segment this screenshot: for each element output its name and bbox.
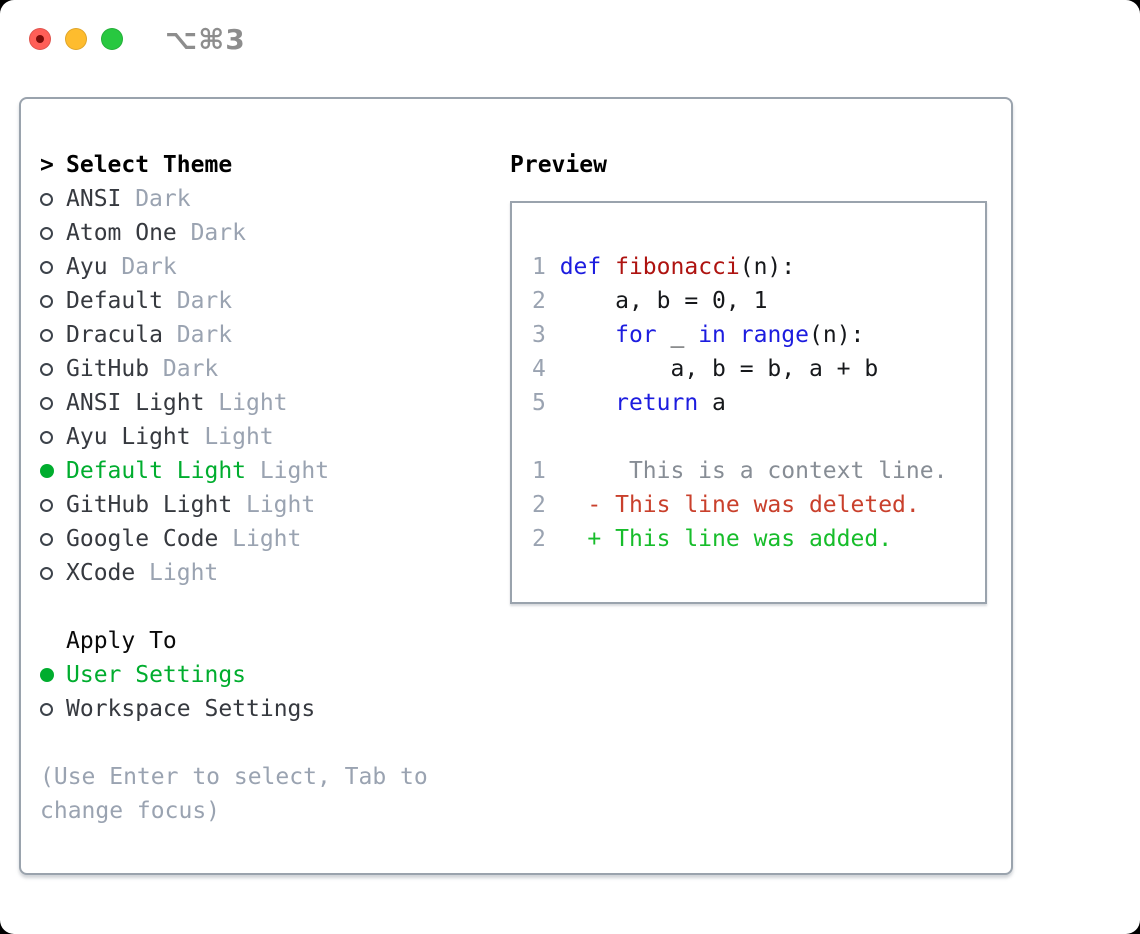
theme-name: Dracula (66, 322, 163, 348)
select-theme-label: Select Theme (66, 152, 233, 178)
theme-option[interactable]: GitHub Dark (40, 352, 510, 386)
theme-variant: Dark (190, 220, 246, 246)
theme-option[interactable]: Dracula Dark (40, 318, 510, 352)
theme-name: GitHub (66, 356, 150, 382)
radio-unselected-icon (40, 260, 53, 274)
preview-header: Preview (510, 148, 1011, 182)
theme-variant: Dark (135, 186, 191, 212)
theme-option[interactable]: ANSI Dark (40, 182, 510, 216)
theme-variant: Light (218, 390, 288, 416)
theme-variant: Light (204, 424, 274, 450)
theme-name: Google Code (66, 526, 219, 552)
theme-name: ANSI (66, 186, 122, 212)
theme-variant: Light (149, 560, 219, 586)
theme-variant: Light (232, 526, 302, 552)
theme-option[interactable]: Google Code Light (40, 522, 510, 556)
apply-to-label: Apply To (66, 628, 177, 654)
theme-name: Default (66, 288, 163, 314)
cursor-arrow-icon: > (40, 152, 54, 178)
unsaved-dot-icon (36, 35, 44, 43)
radio-selected-icon (40, 668, 54, 682)
radio-unselected-icon (40, 702, 53, 716)
radio-unselected-icon (40, 498, 53, 512)
theme-option[interactable]: Default Dark (40, 284, 510, 318)
theme-name: Ayu (66, 254, 108, 280)
title-bar: ⌥⌘3 (0, 0, 1140, 78)
theme-option[interactable]: Ayu Light Light (40, 420, 510, 454)
theme-variant: Light (245, 492, 316, 518)
theme-option[interactable]: Default Light Light (40, 454, 510, 488)
code-line: 1 This is a context line. (532, 458, 948, 484)
radio-selected-icon (40, 464, 54, 478)
theme-name: GitHub Light (66, 492, 233, 518)
preview-label: Preview (510, 152, 607, 178)
theme-option[interactable]: ANSI Light Light (40, 386, 510, 420)
radio-unselected-icon (40, 192, 53, 206)
minimize-button[interactable] (65, 28, 87, 50)
apply-to-option-label: User Settings (66, 662, 247, 688)
radio-unselected-icon (40, 396, 53, 410)
theme-name: Ayu Light (66, 424, 191, 450)
theme-option[interactable]: Atom One Dark (40, 216, 510, 250)
code-line: 5 return a (532, 390, 726, 416)
code-line: 2 a, b = 0, 1 (532, 288, 768, 314)
theme-name: XCode (66, 560, 136, 586)
code-line: 4 a, b = b, a + b (532, 356, 879, 382)
theme-option[interactable]: GitHub Light Light (40, 488, 510, 522)
theme-variant: Dark (121, 254, 177, 280)
radio-unselected-icon (40, 430, 53, 444)
radio-unselected-icon (40, 566, 53, 580)
zoom-button[interactable] (101, 28, 123, 50)
code-line: 2 - This line was deleted. (532, 492, 920, 518)
theme-option[interactable]: XCode Light (40, 556, 510, 590)
close-button[interactable] (29, 28, 51, 50)
keyboard-hint: (Use Enter to select, Tab to change focu… (40, 764, 428, 824)
apply-to-header: Apply To (40, 624, 510, 658)
apply-to-option-label: Workspace Settings (66, 696, 316, 722)
apply-to-option[interactable]: User Settings (40, 658, 510, 692)
code-line: 1 def fibonacci(n): (532, 254, 796, 280)
radio-unselected-icon (40, 294, 53, 308)
code-line (532, 420, 985, 454)
radio-unselected-icon (40, 226, 53, 240)
radio-unselected-icon (40, 532, 53, 546)
theme-variant: Dark (176, 322, 233, 348)
window-title: ⌥⌘3 (165, 22, 246, 56)
select-theme-header: > Select Theme (40, 148, 510, 182)
code-line: 3 for _ in range(n): (532, 322, 865, 348)
traffic-lights (29, 28, 123, 50)
theme-name: Default Light (66, 458, 247, 484)
theme-option[interactable]: Ayu Dark (40, 250, 510, 284)
theme-variant: Light (259, 458, 330, 484)
theme-name: ANSI Light (66, 390, 205, 416)
theme-name: Atom One (66, 220, 177, 246)
radio-unselected-icon (40, 328, 53, 342)
preview-column: Preview 1 def fibonacci(n): 2 a, b = 0, 1… (510, 148, 1011, 828)
theme-variant: Dark (176, 288, 233, 314)
code-line: 2 + This line was added. (532, 526, 893, 552)
preview-pane: 1 def fibonacci(n): 2 a, b = 0, 1 3 for _ … (510, 201, 987, 604)
theme-variant: Dark (162, 356, 219, 382)
radio-unselected-icon (40, 362, 53, 376)
apply-to-option[interactable]: Workspace Settings (40, 692, 510, 726)
